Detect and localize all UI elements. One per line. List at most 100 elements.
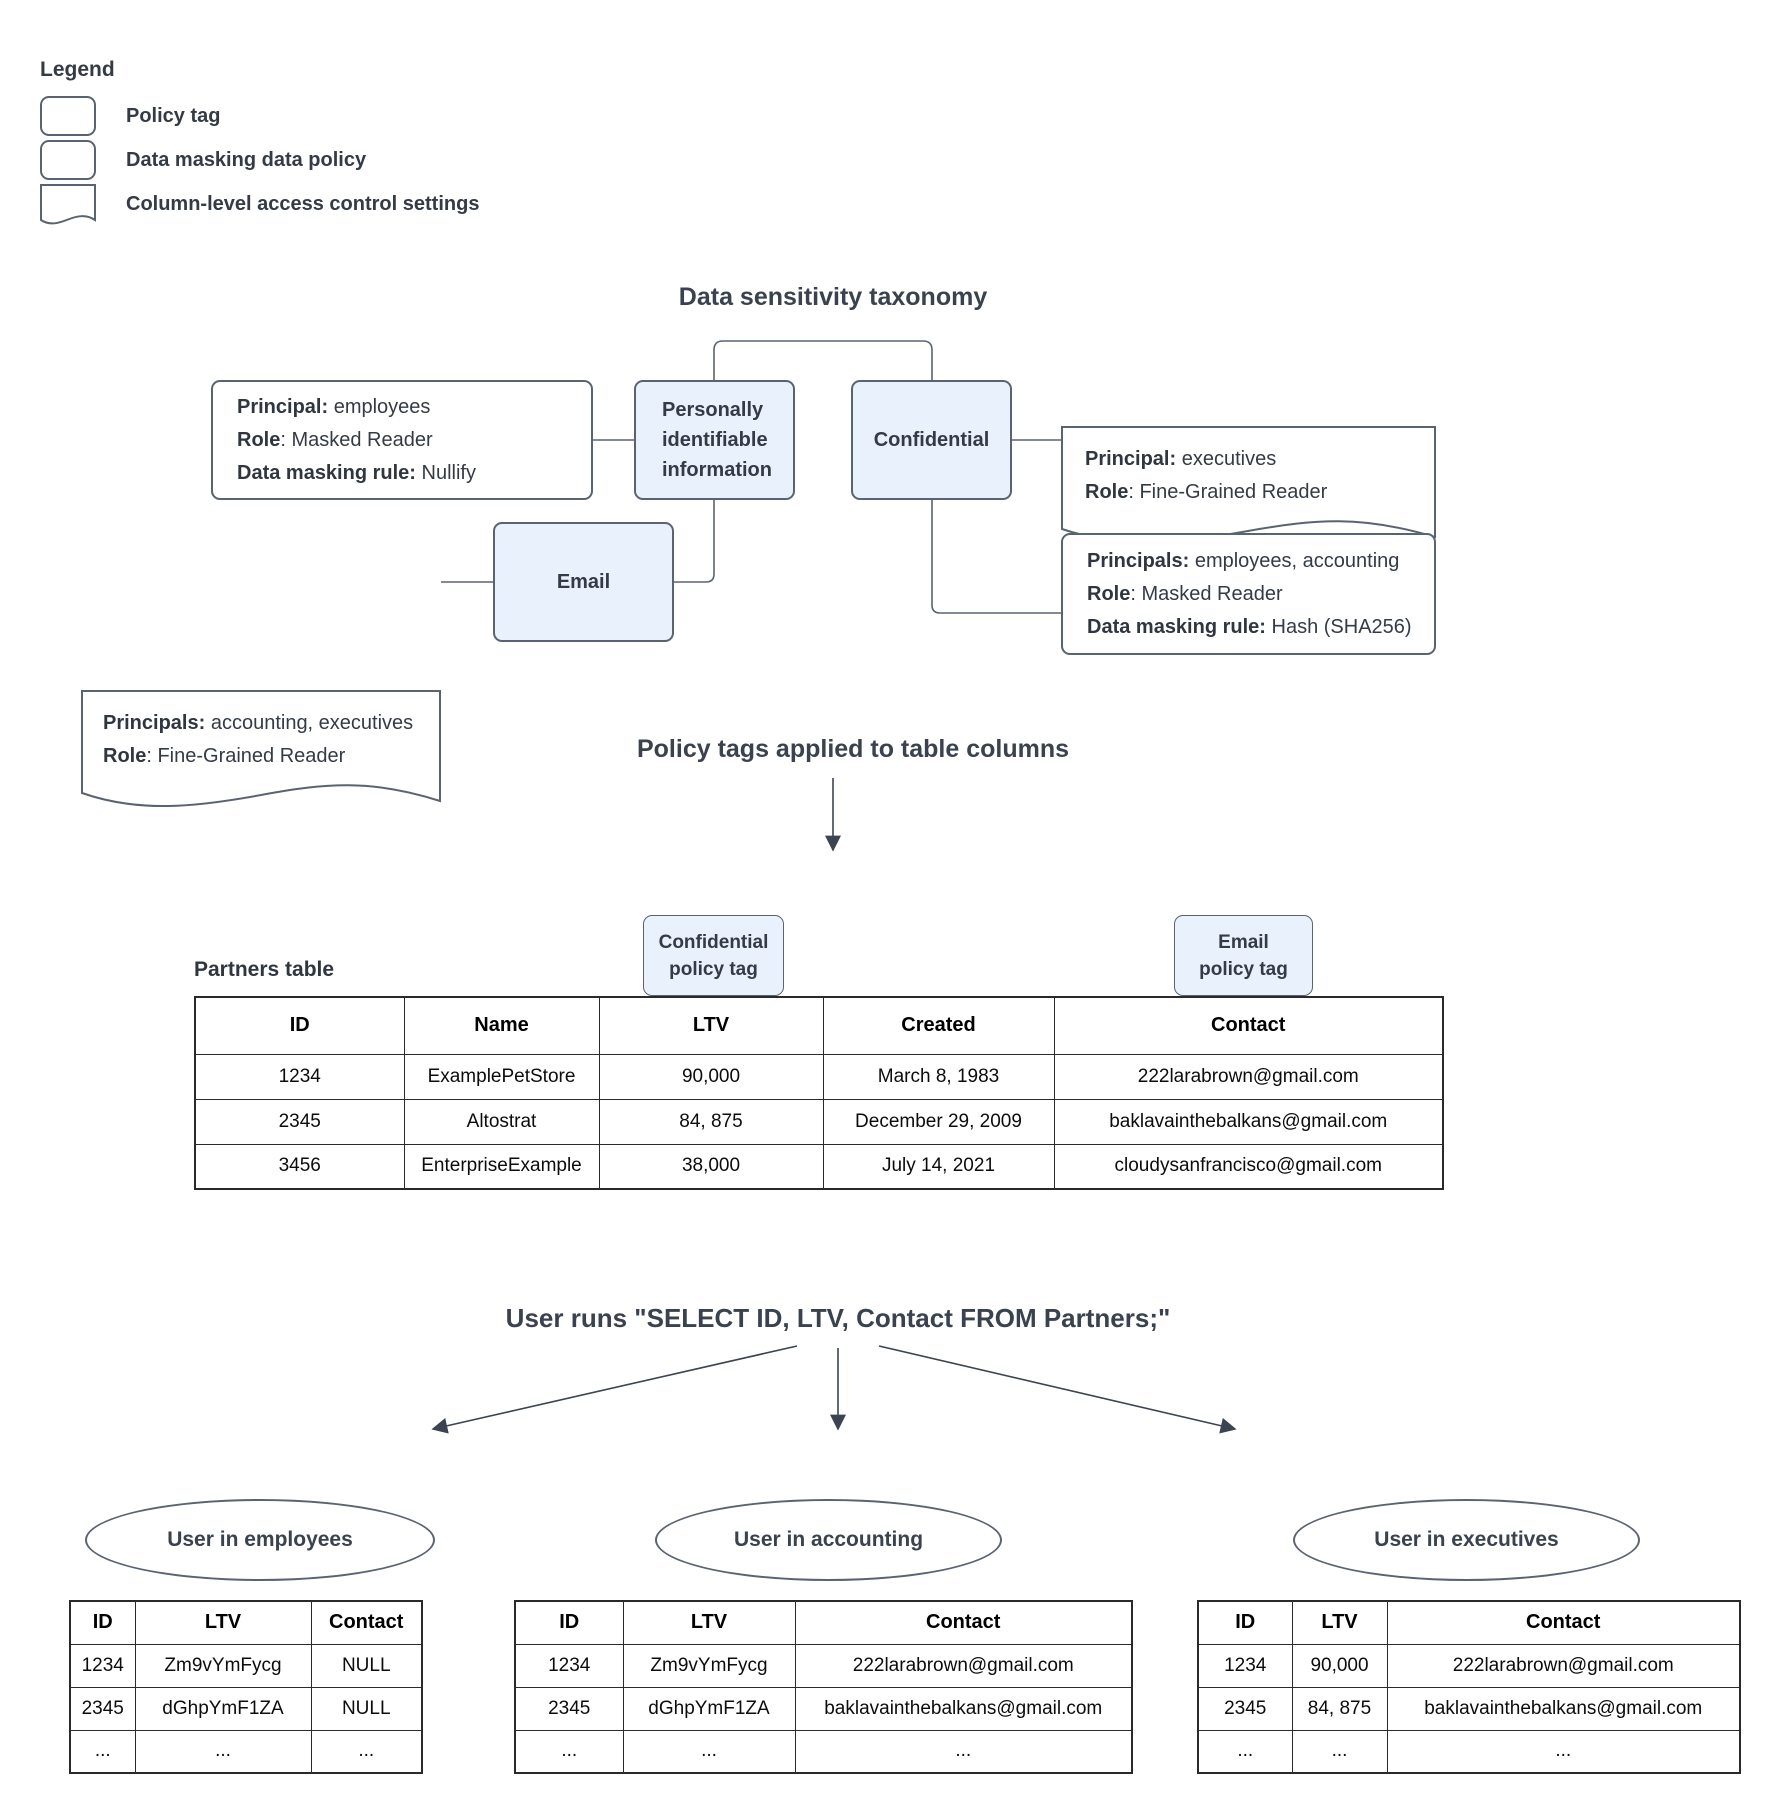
table-cell: 84, 875 — [598, 1098, 824, 1145]
table-cell: baklavainthebalkans@gmail.com — [794, 1686, 1133, 1731]
table-cell: LTV — [598, 996, 824, 1055]
note-line: Data masking rule: Hash (SHA256) — [1087, 615, 1412, 638]
table-cell: 2345 — [69, 1686, 136, 1731]
table-cell: ID — [514, 1600, 624, 1645]
table-cell: March 8, 1983 — [822, 1053, 1055, 1100]
legend-policy-tag-swatch — [40, 96, 96, 136]
table-cell: ... — [1386, 1729, 1741, 1774]
policy-tag-label: Confidential — [873, 429, 990, 451]
table-row: ......... — [69, 1729, 423, 1774]
policy-tag-pii: Personally identifiable information — [634, 380, 795, 500]
table-cell: 2345 — [514, 1686, 624, 1731]
note-line: Role: Masked Reader — [237, 428, 433, 451]
group-label: User in executives — [1374, 1528, 1559, 1551]
table-cell: July 14, 2021 — [822, 1143, 1055, 1190]
table-cell: 1234 — [514, 1643, 624, 1688]
table-cell: ... — [794, 1729, 1133, 1774]
partners-table-label: Partners table — [194, 958, 335, 981]
table-cell: 222larabrown@gmail.com — [1386, 1643, 1741, 1688]
legend-item-label: Column-level access control settings — [126, 193, 480, 215]
table-cell: ... — [1291, 1729, 1388, 1774]
table-row: ......... — [1197, 1729, 1741, 1774]
policy-tag-label: Personally identifiable information — [662, 399, 772, 481]
table-cell: LTV — [622, 1600, 796, 1645]
connector-email-pii — [674, 500, 715, 583]
table-cell: 1234 — [194, 1053, 405, 1100]
arrow-query-employees — [431, 1345, 798, 1434]
query-title: User runs "SELECT ID, LTV, Contact FROM … — [505, 1303, 1171, 1333]
table-cell: Contact — [1053, 996, 1444, 1055]
table-cell: baklavainthebalkans@gmail.com — [1386, 1686, 1741, 1731]
access-control-note-accounting-executives: Principals: accounting, executives Role:… — [81, 690, 441, 812]
table-cell: December 29, 2009 — [822, 1098, 1055, 1145]
table-cell: 222larabrown@gmail.com — [794, 1643, 1133, 1688]
legend-data-masking-swatch — [40, 140, 96, 180]
note-line: Principals: employees, accounting — [1087, 549, 1400, 572]
note-line: Role: Fine-Grained Reader — [103, 745, 346, 768]
table-cell: 1234 — [69, 1643, 136, 1688]
table-cell: LTV — [1291, 1600, 1388, 1645]
table-cell: 3456 — [194, 1143, 405, 1190]
table-cell: 2345 — [194, 1098, 405, 1145]
table-cell: ID — [1197, 1600, 1293, 1645]
note-line: Principal: executives — [1085, 448, 1277, 471]
note-line: Role: Fine-Grained Reader — [1085, 481, 1328, 504]
masking-policy-note-employees: Principal: employees Role: Masked Reader… — [211, 380, 593, 500]
table-cell: 2345 — [1197, 1686, 1293, 1731]
policy-tag-email: Email — [493, 522, 674, 642]
confidential-policy-tag-chip: Confidential policy tag — [643, 915, 784, 996]
legend-item-label: Data masking data policy — [126, 149, 367, 171]
legend-title: Legend — [40, 58, 115, 81]
table-cell: ExamplePetStore — [403, 1053, 600, 1100]
table-cell: 222larabrown@gmail.com — [1053, 1053, 1444, 1100]
policy-section-title: Policy tags applied to table columns — [636, 735, 1070, 763]
group-ellipse-executives: User in executives — [1293, 1499, 1640, 1581]
group-label: User in accounting — [733, 1528, 924, 1551]
table-cell: ... — [310, 1729, 423, 1774]
table-cell: 84, 875 — [1291, 1686, 1388, 1731]
policy-tag-label: Email — [556, 571, 611, 593]
table-cell: 38,000 — [598, 1143, 824, 1190]
table-cell: cloudysanfrancisco@gmail.com — [1053, 1143, 1444, 1190]
arrow-query-executives — [878, 1345, 1237, 1434]
table-cell: ID — [194, 996, 405, 1055]
note-line: Data masking rule: Nullify — [237, 461, 476, 484]
table-cell: 90,000 — [1291, 1643, 1388, 1688]
table-cell: ... — [134, 1729, 312, 1774]
note-line: Principal: employees — [237, 395, 431, 418]
table-cell: Contact — [794, 1600, 1133, 1645]
note-line: Principals: accounting, executives — [103, 712, 414, 735]
table-cell: Altostrat — [403, 1098, 600, 1145]
table-cell: 90,000 — [598, 1053, 824, 1100]
table-cell: Contact — [310, 1600, 423, 1645]
table-cell: dGhpYmF1ZA — [134, 1686, 312, 1731]
group-ellipse-accounting: User in accounting — [655, 1499, 1002, 1581]
policy-tag-confidential: Confidential — [851, 380, 1012, 500]
table-cell: ... — [514, 1729, 624, 1774]
group-label: User in employees — [167, 1528, 353, 1551]
table-cell: LTV — [134, 1600, 312, 1645]
taxonomy-title: Data sensitivity taxonomy — [678, 283, 988, 311]
table-cell: ... — [69, 1729, 136, 1774]
group-ellipse-employees: User in employees — [85, 1499, 435, 1581]
table-cell: ... — [622, 1729, 796, 1774]
table-cell: Created — [822, 996, 1055, 1055]
table-cell: 1234 — [1197, 1643, 1293, 1688]
